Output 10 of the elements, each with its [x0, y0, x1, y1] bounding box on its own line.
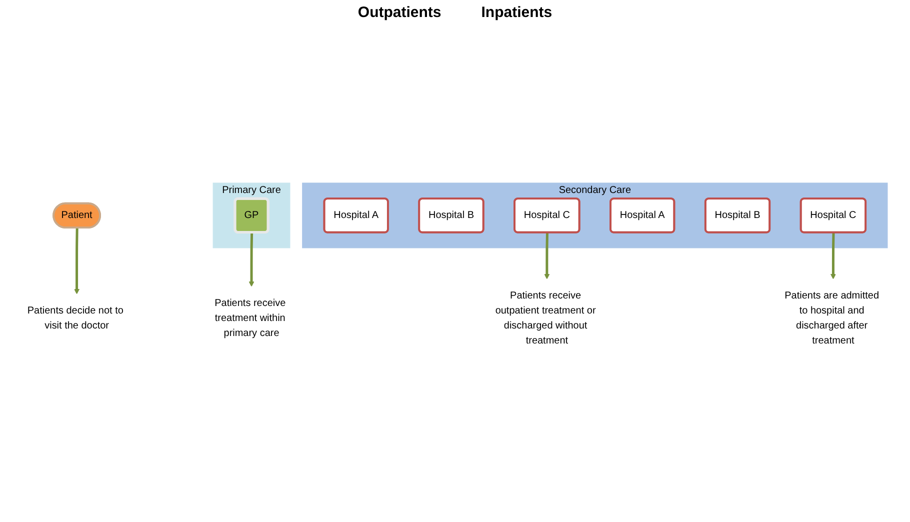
- node-text: Patients receive outpatient treatment or discharged without treatment: [495, 290, 596, 346]
- node-text: Patients receive treatment within primary care: [214, 297, 286, 338]
- node-text: Patients decide not to visit the doctor: [27, 304, 124, 331]
- arrow: [74, 228, 80, 294]
- column-heading: Inpatients: [481, 4, 552, 21]
- arrow: [544, 232, 550, 279]
- arrow: [248, 232, 254, 286]
- arrow: [830, 232, 836, 279]
- column-heading: Outpatients: [358, 4, 442, 21]
- node-text: Patients are admitted to hospital and discharged after treatment: [784, 290, 879, 346]
